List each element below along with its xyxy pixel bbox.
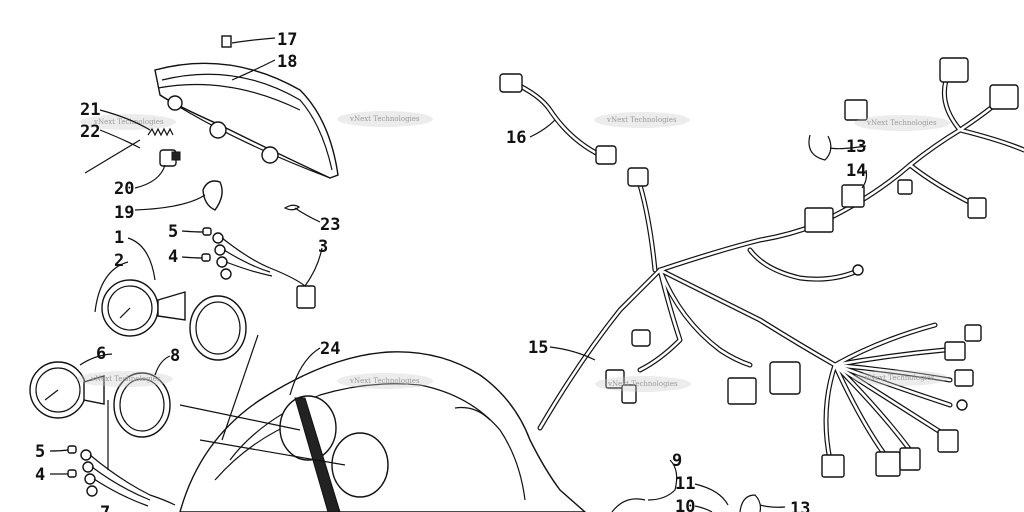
tachometer-6 [29,361,105,419]
headlight-clip-17 [221,35,232,48]
callout-5-lower: 5 [35,442,45,462]
callout-11: 11 [675,474,695,494]
bulb-19 [202,180,223,211]
callout-21: 21 [80,100,100,120]
gauge-harness-3 [221,237,316,309]
callout-10: 10 [675,497,695,512]
bulb-socket-20 [159,149,181,167]
bulb-sockets-lower [67,445,98,497]
callout-13-upper: 13 [846,137,866,157]
gauge-ring-8b [113,372,171,438]
harness-connectors [605,57,1019,478]
callout-24: 24 [320,339,340,359]
callout-leaders [49,37,868,512]
callout-15: 15 [528,338,548,358]
svg-text:vNext Technologies: vNext Technologies [607,380,678,388]
callout-18: 18 [277,52,297,72]
main-harness-15-inner [538,68,1024,462]
svg-text:vNext Technologies: vNext Technologies [349,115,420,123]
callout-6: 6 [96,344,106,364]
grommet-9 [611,498,646,512]
speedometer-1 [101,279,186,337]
svg-text:vNext Technologies: vNext Technologies [866,119,937,127]
svg-text:vNext Technologies: vNext Technologies [349,377,420,385]
gauge-harness-7 [89,400,176,507]
callout-20: 20 [114,179,134,199]
gauge-ring-8 [189,295,247,361]
cable-tie-13a [808,134,832,161]
callout-3: 3 [318,237,328,257]
main-harness-15 [537,67,1024,463]
wire-clip-23 [283,204,301,211]
callout-9: 9 [672,451,682,471]
headlight-housing [154,62,339,179]
svg-text:vNext Technologies: vNext Technologies [606,116,677,124]
callout-23: 23 [320,215,340,235]
callout-7: 7 [100,503,110,512]
svg-text:vNext Technologies: vNext Technologies [864,374,935,382]
bulb-sockets-upper [201,227,232,280]
callout-19: 19 [114,203,134,223]
callout-4-lower: 4 [35,465,45,485]
adjust-screw-22 [84,139,141,174]
callout-2: 2 [114,251,124,271]
adjust-spring-21 [147,127,174,137]
callout-17: 17 [277,30,297,50]
callout-4-upper: 4 [168,247,178,267]
callout-1: 1 [114,228,124,248]
callout-5-upper: 5 [168,222,178,242]
dash-panel-24 [179,351,587,512]
leader-lines-dash [179,334,346,466]
callout-13-lower: 13 [790,499,810,512]
svg-text:vNext Technologies: vNext Technologies [90,375,161,383]
callout-8: 8 [170,346,180,366]
svg-text:vNext Technologies: vNext Technologies [93,118,164,126]
callout-14: 14 [846,161,866,181]
watermark-layer: vNext Technologies vNext Technologies vN… [77,111,950,392]
sub-harness-16 [499,73,617,165]
callout-22: 22 [80,122,100,142]
callout-numbers: 17 18 21 22 20 19 23 5 4 3 1 2 6 8 24 5 … [35,30,866,512]
callout-16: 16 [506,128,526,148]
clamp-13b [739,494,762,512]
